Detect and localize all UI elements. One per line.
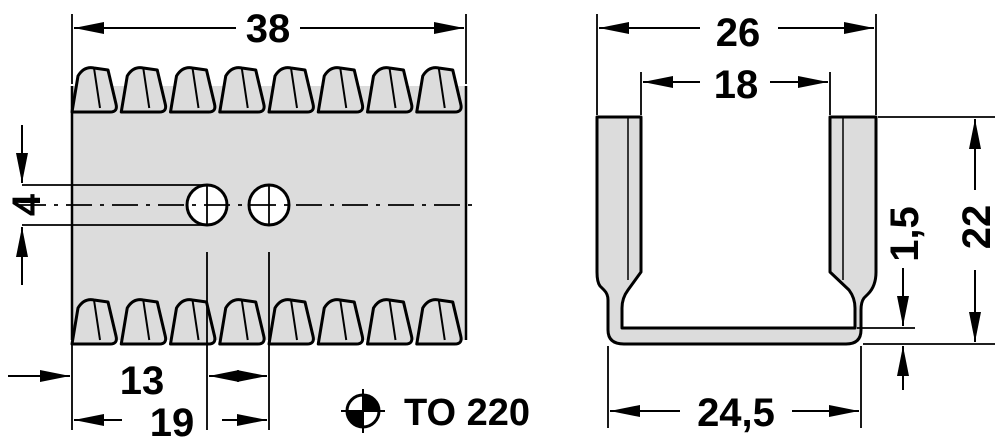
bottom-fin xyxy=(70,298,118,346)
top-fin-edge xyxy=(240,67,249,109)
bottom-fin xyxy=(366,298,414,346)
top-fin xyxy=(119,66,168,114)
bottom-fin xyxy=(267,298,315,346)
bottom-fin-edge xyxy=(339,299,348,341)
dim-inner-width: 18 xyxy=(714,63,759,107)
dim-hole-to-hole: 13 xyxy=(120,359,165,403)
bottom-fin xyxy=(316,298,365,346)
dim-base-width: 24,5 xyxy=(697,391,775,435)
top-fin-edge xyxy=(437,67,446,109)
dim-height: 22 xyxy=(955,205,999,250)
top-fin-edge xyxy=(339,67,348,109)
bottom-fin-edge xyxy=(388,299,397,341)
top-fin-edge xyxy=(93,67,101,109)
dim-overall-length: 38 xyxy=(246,7,291,51)
top-fin xyxy=(366,66,414,114)
bottom-fin xyxy=(415,298,463,346)
package-note: TO 220 xyxy=(341,389,530,434)
top-fin-edge xyxy=(142,67,151,109)
bottom-fin-edge xyxy=(290,299,298,341)
bottom-fin-edge xyxy=(191,299,200,341)
bottom-fin xyxy=(218,298,266,346)
bottom-fin-row xyxy=(70,298,463,346)
dim-outer-width: 26 xyxy=(716,11,761,55)
bottom-fin-edge xyxy=(437,299,446,341)
bottom-fin-edge xyxy=(240,299,249,341)
package-label: TO 220 xyxy=(404,392,530,434)
top-fin xyxy=(415,66,463,114)
bottom-fin-edge xyxy=(93,299,101,341)
front-view: 38 4 13 19 xyxy=(5,7,478,445)
top-fin-row xyxy=(70,66,463,114)
bottom-fin xyxy=(119,298,168,346)
top-fin xyxy=(267,66,315,114)
dim-thickness: 1,5 xyxy=(883,206,927,262)
dim-edge-to-hole: 19 xyxy=(150,401,195,445)
bottom-fin-edge xyxy=(142,299,151,341)
top-fin xyxy=(70,66,118,114)
channel-profile xyxy=(595,115,878,346)
top-fin-edge xyxy=(388,67,397,109)
top-fin-edge xyxy=(191,67,200,109)
mounting-cross-icon xyxy=(341,389,385,433)
top-fin xyxy=(316,66,365,114)
top-fin-edge xyxy=(290,67,298,109)
side-view: 26 18 22 1,5 24,5 xyxy=(595,11,999,435)
top-fin xyxy=(218,66,266,114)
dim-slot-width: 4 xyxy=(5,193,49,216)
top-fin xyxy=(169,66,217,114)
